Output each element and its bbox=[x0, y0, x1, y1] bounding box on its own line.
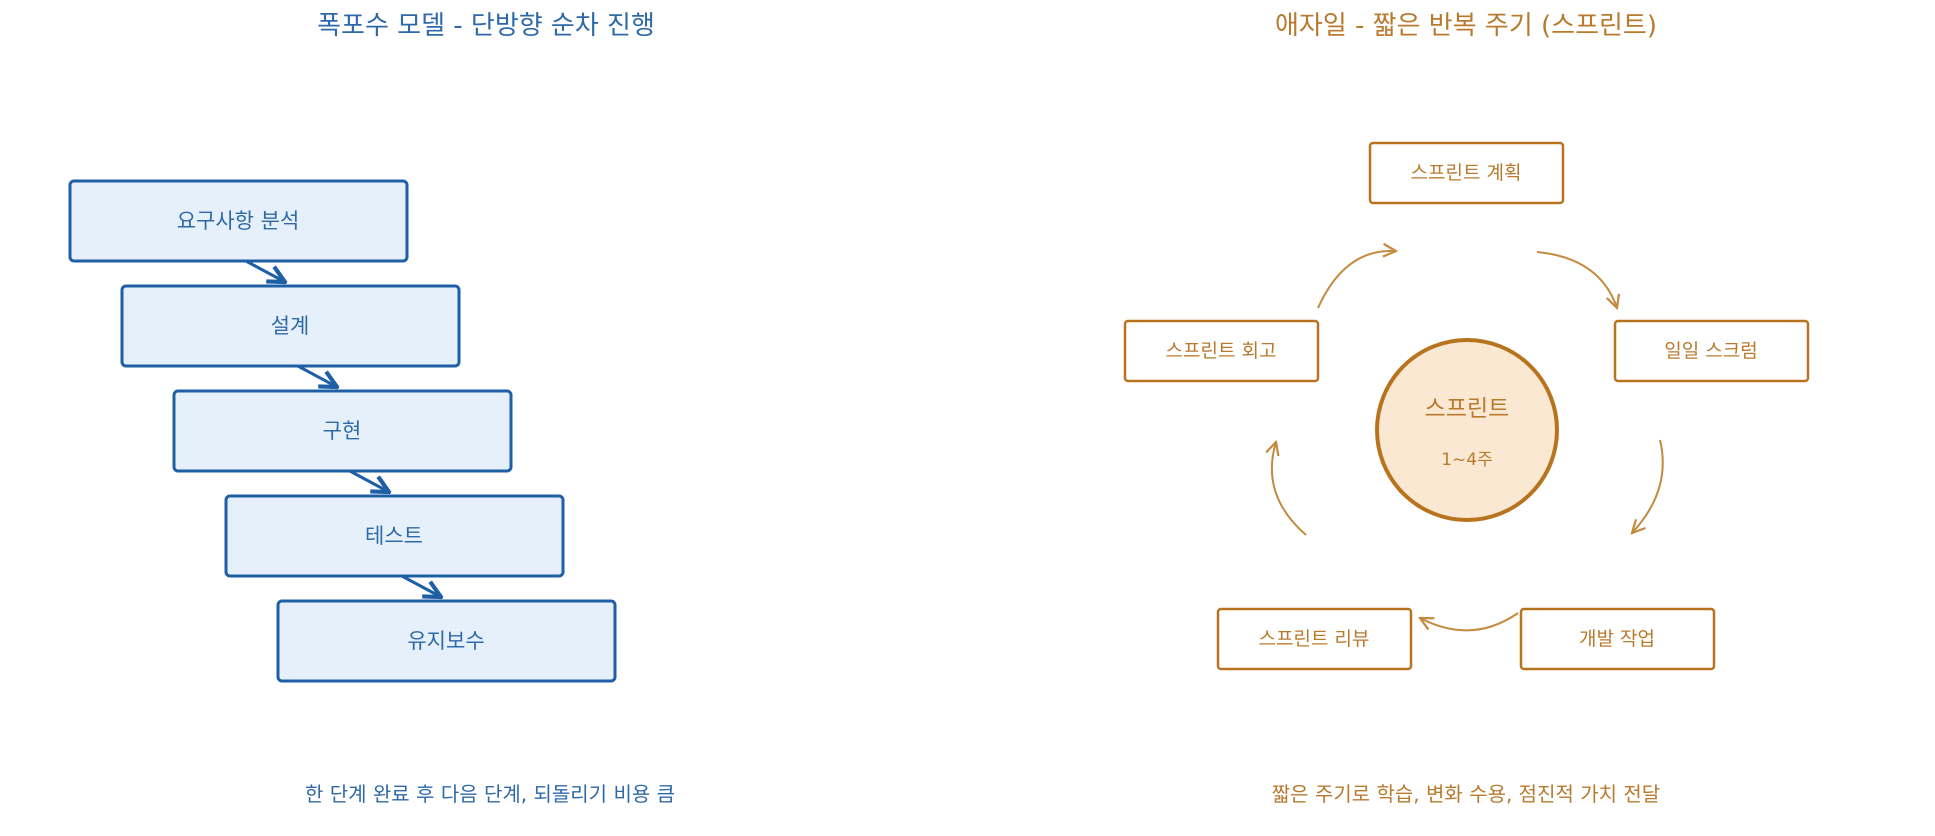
waterfall-step-label: 유지보수 bbox=[407, 629, 484, 653]
waterfall-step-box bbox=[224, 494, 565, 578]
waterfall-step: 요구사항 분석 bbox=[68, 179, 409, 263]
waterfall-step: 유지보수 bbox=[276, 599, 617, 683]
waterfall-arrow-3 bbox=[347, 468, 389, 492]
waterfall-arrow-1 bbox=[243, 258, 285, 282]
waterfall-step-box bbox=[276, 599, 617, 683]
waterfall-step: 설계 bbox=[120, 284, 461, 368]
cycle-arrow bbox=[1272, 442, 1307, 536]
agile-panel: 애자일 - 짧은 반복 주기 (스프린트) 스프린트 1~4주 스프린트 계획 … bbox=[1123, 11, 1810, 806]
agile-stage-box bbox=[1368, 141, 1565, 205]
waterfall-step-box bbox=[120, 284, 461, 368]
agile-center: 스프린트 1~4주 bbox=[1375, 338, 1559, 522]
cycle-arrow bbox=[1420, 612, 1519, 632]
agile-title: 애자일 - 짧은 반복 주기 (스프린트) bbox=[1275, 11, 1657, 41]
waterfall-arrow-2 bbox=[295, 363, 337, 387]
cycle-arrow bbox=[1536, 251, 1617, 308]
agile-stage-box bbox=[1123, 319, 1320, 383]
waterfall-step-label: 요구사항 분석 bbox=[177, 209, 300, 233]
agile-stage: 개발 작업 bbox=[1519, 607, 1716, 671]
agile-stage-label: 개발 작업 bbox=[1579, 628, 1655, 650]
waterfall-step-box bbox=[68, 179, 409, 263]
waterfall-arrow-4 bbox=[399, 573, 441, 597]
agile-stage-label: 일일 스크럼 bbox=[1664, 340, 1757, 362]
agile-cycle-arrows bbox=[1272, 251, 1664, 632]
sprint-label: 스프린트 bbox=[1425, 396, 1510, 422]
agile-stage: 스프린트 회고 bbox=[1123, 319, 1320, 383]
agile-stage-label: 스프린트 리뷰 bbox=[1259, 628, 1370, 650]
sprint-circle bbox=[1375, 338, 1559, 522]
waterfall-step-label: 테스트 bbox=[365, 524, 423, 548]
agile-stage-box bbox=[1519, 607, 1716, 671]
waterfall-step-label: 구현 bbox=[323, 419, 362, 443]
agile-stage-label: 스프린트 계획 bbox=[1411, 162, 1522, 184]
waterfall-title: 폭포수 모델 - 단방향 순차 진행 bbox=[317, 11, 655, 41]
waterfall-connectors bbox=[243, 258, 441, 597]
sprint-duration: 1~4주 bbox=[1441, 450, 1493, 470]
waterfall-step-label: 설계 bbox=[271, 314, 310, 338]
agile-stage: 스프린트 계획 bbox=[1368, 141, 1565, 205]
waterfall-caption: 한 단계 완료 후 다음 단계, 되돌리기 비용 큼 bbox=[305, 782, 675, 806]
cycle-arrow bbox=[1632, 439, 1664, 533]
agile-stage: 스프린트 리뷰 bbox=[1216, 607, 1413, 671]
agile-stage-box bbox=[1613, 319, 1810, 383]
agile-caption: 짧은 주기로 학습, 변화 수용, 점진적 가치 전달 bbox=[1272, 782, 1660, 806]
agile-stage: 일일 스크럼 bbox=[1613, 319, 1810, 383]
waterfall-step-box bbox=[172, 389, 513, 473]
waterfall-step: 테스트 bbox=[224, 494, 565, 578]
agile-stage-box bbox=[1216, 607, 1413, 671]
cycle-arrow bbox=[1317, 251, 1396, 309]
waterfall-panel: 폭포수 모델 - 단방향 순차 진행 요구사항 분석 설계 구현 테스트 유지보… bbox=[68, 11, 675, 806]
agile-stage-label: 스프린트 회고 bbox=[1166, 340, 1277, 362]
waterfall-step: 구현 bbox=[172, 389, 513, 473]
